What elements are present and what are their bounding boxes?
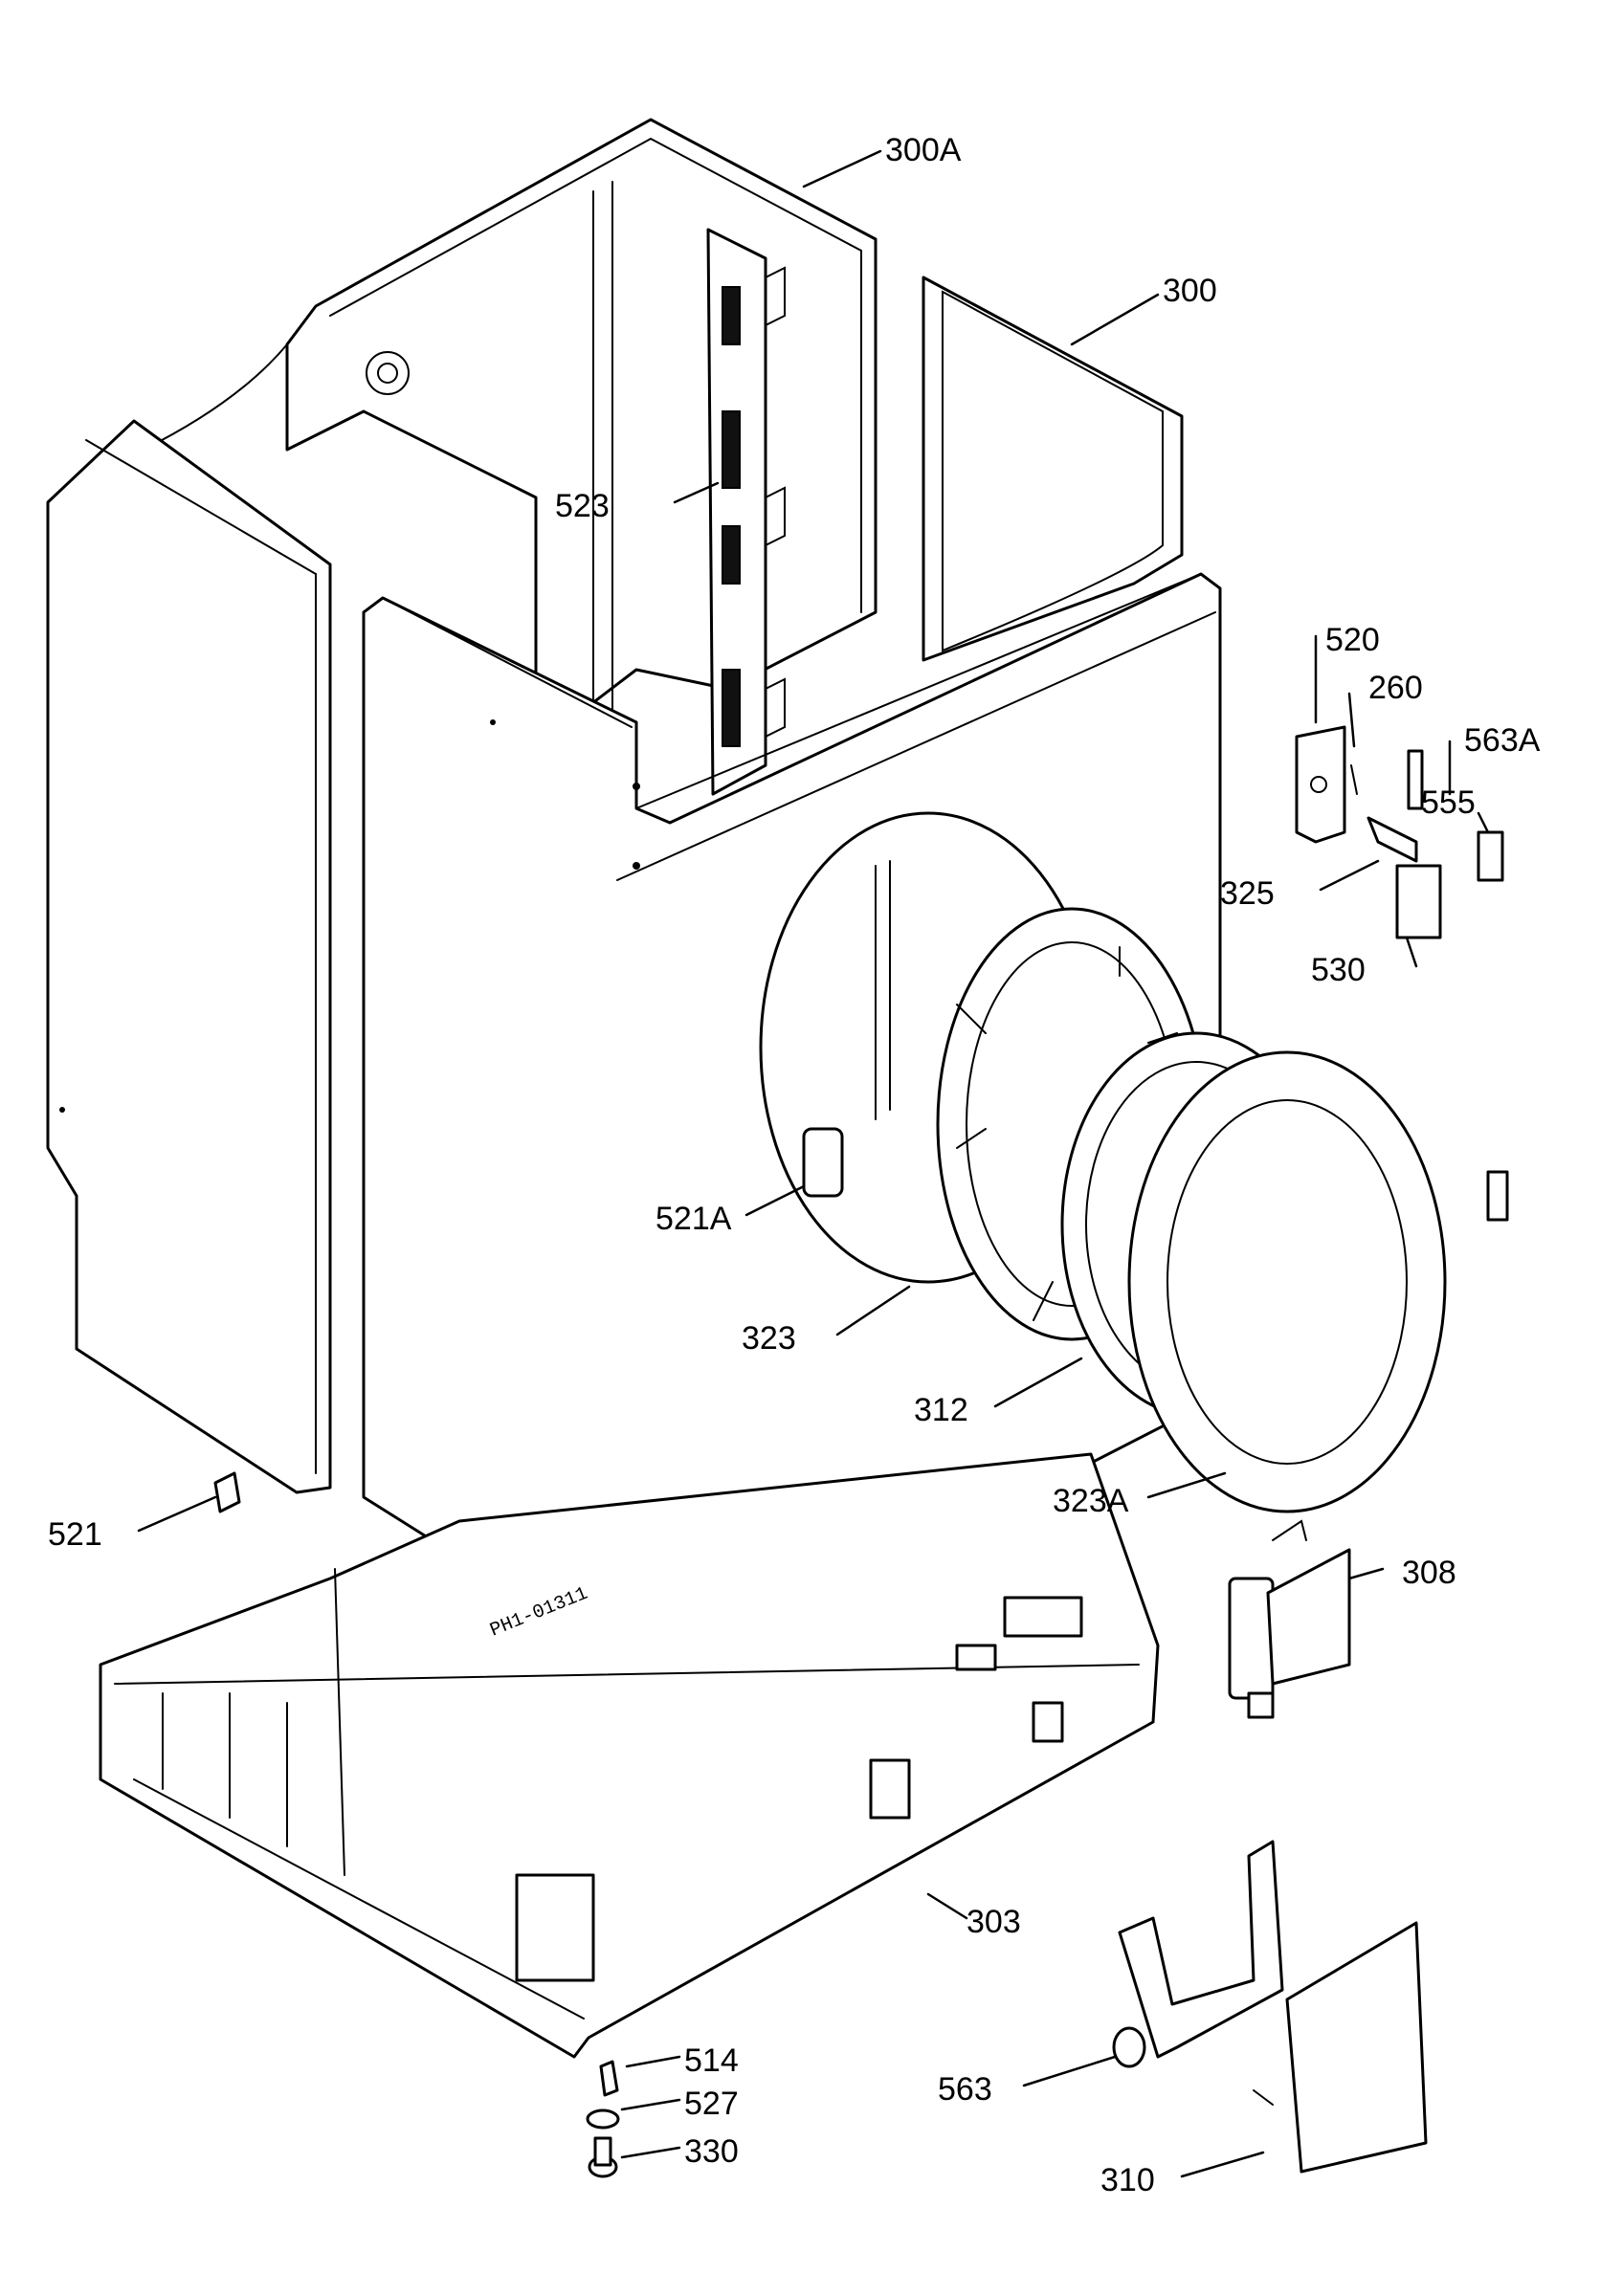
foot-parts [586, 2060, 620, 2178]
label-530: 530 [1311, 952, 1366, 988]
service-panel-563 [1112, 1840, 1284, 2068]
bracket-523 [706, 228, 786, 796]
label-260: 260 [1368, 670, 1423, 706]
label-330: 330 [684, 2133, 739, 2170]
label-563: 563 [938, 2071, 992, 2108]
label-323: 323 [742, 1320, 796, 1357]
label-310: 310 [1100, 2162, 1155, 2198]
label-520: 520 [1325, 622, 1380, 658]
door-frame-323A [1127, 1050, 1509, 1513]
label-308: 308 [1402, 1555, 1456, 1591]
side-panel-300 [922, 276, 1184, 662]
callout-labels: 300A 300 523 520 260 563A 555 325 530 52… [48, 132, 1541, 2198]
label-300A: 300A [885, 132, 962, 168]
label-312: 312 [914, 1392, 968, 1428]
lock-assembly [1295, 725, 1504, 939]
plinth-310 [1253, 1921, 1428, 2174]
label-300: 300 [1163, 273, 1217, 309]
label-563A: 563A [1464, 722, 1541, 759]
hinge-308 [1228, 1519, 1351, 1719]
label-514: 514 [684, 2042, 739, 2079]
left-side-panel [46, 419, 332, 1494]
label-325: 325 [1220, 875, 1275, 912]
base-frame-303 [99, 1452, 1160, 2059]
label-323A: 323A [1053, 1483, 1129, 1519]
label-523: 523 [555, 488, 610, 524]
label-521: 521 [48, 1516, 102, 1553]
label-303: 303 [967, 1904, 1021, 1940]
label-527: 527 [684, 2086, 739, 2122]
label-521A: 521A [655, 1201, 732, 1237]
screw-521 [213, 1471, 241, 1513]
label-555: 555 [1421, 784, 1476, 821]
leader-lines [137, 149, 1490, 2178]
